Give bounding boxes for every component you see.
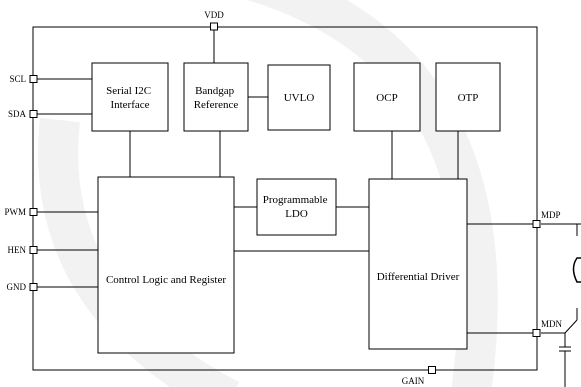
pin-pad-mdp [532, 220, 541, 228]
connection-wires [37, 27, 533, 373]
blocks [91, 62, 501, 354]
pin-label-gnd: GND [7, 282, 27, 292]
uvlo-label: UVLO [284, 92, 315, 104]
differential-driver-block [368, 178, 468, 350]
chip-outline [32, 26, 538, 371]
differential-driver-label: Differential Driver [377, 271, 460, 283]
pin-pad-pwm [29, 208, 38, 216]
pin-pad-hen [29, 246, 38, 254]
pin-label-mdp: MDP [541, 210, 561, 220]
ocp-block [353, 62, 421, 132]
control-logic-block [97, 176, 235, 354]
pin-label-gain: GAIN [402, 376, 425, 386]
serial-i2c-label: Serial I2C Interface [106, 85, 154, 111]
pin-pad-gain [428, 366, 436, 374]
pin-label-pwm: PWM [4, 207, 26, 217]
pin-pad-sda [29, 110, 38, 118]
pin-label-mdn: MDN [541, 319, 563, 329]
pin-pad-scl [29, 75, 38, 83]
pin-label-hen: HEN [8, 245, 27, 255]
pin-pad-mdn [532, 329, 541, 337]
ocp-label: OCP [376, 92, 397, 104]
external-motor-circuit [541, 223, 581, 387]
motor-icon [572, 257, 581, 283]
pin-pad-gnd [29, 283, 38, 291]
ldo-label: Programmable LDO [263, 194, 331, 220]
otp-label: OTP [458, 92, 479, 104]
ldo-block [256, 178, 337, 236]
pin-label-scl: SCL [9, 74, 26, 84]
otp-block [435, 62, 501, 132]
uvlo-block [267, 64, 331, 131]
bandgap-block [183, 62, 249, 132]
bandgap-label: Bandgap Reference [194, 85, 239, 111]
pin-pads [29, 22, 541, 374]
pin-label-sda: SDA [8, 109, 27, 119]
serial-i2c-block [91, 62, 169, 132]
control-logic-label: Control Logic and Register [106, 274, 226, 286]
pin-pad-vdd [210, 22, 218, 31]
pin-label-vdd: VDD [204, 10, 224, 20]
